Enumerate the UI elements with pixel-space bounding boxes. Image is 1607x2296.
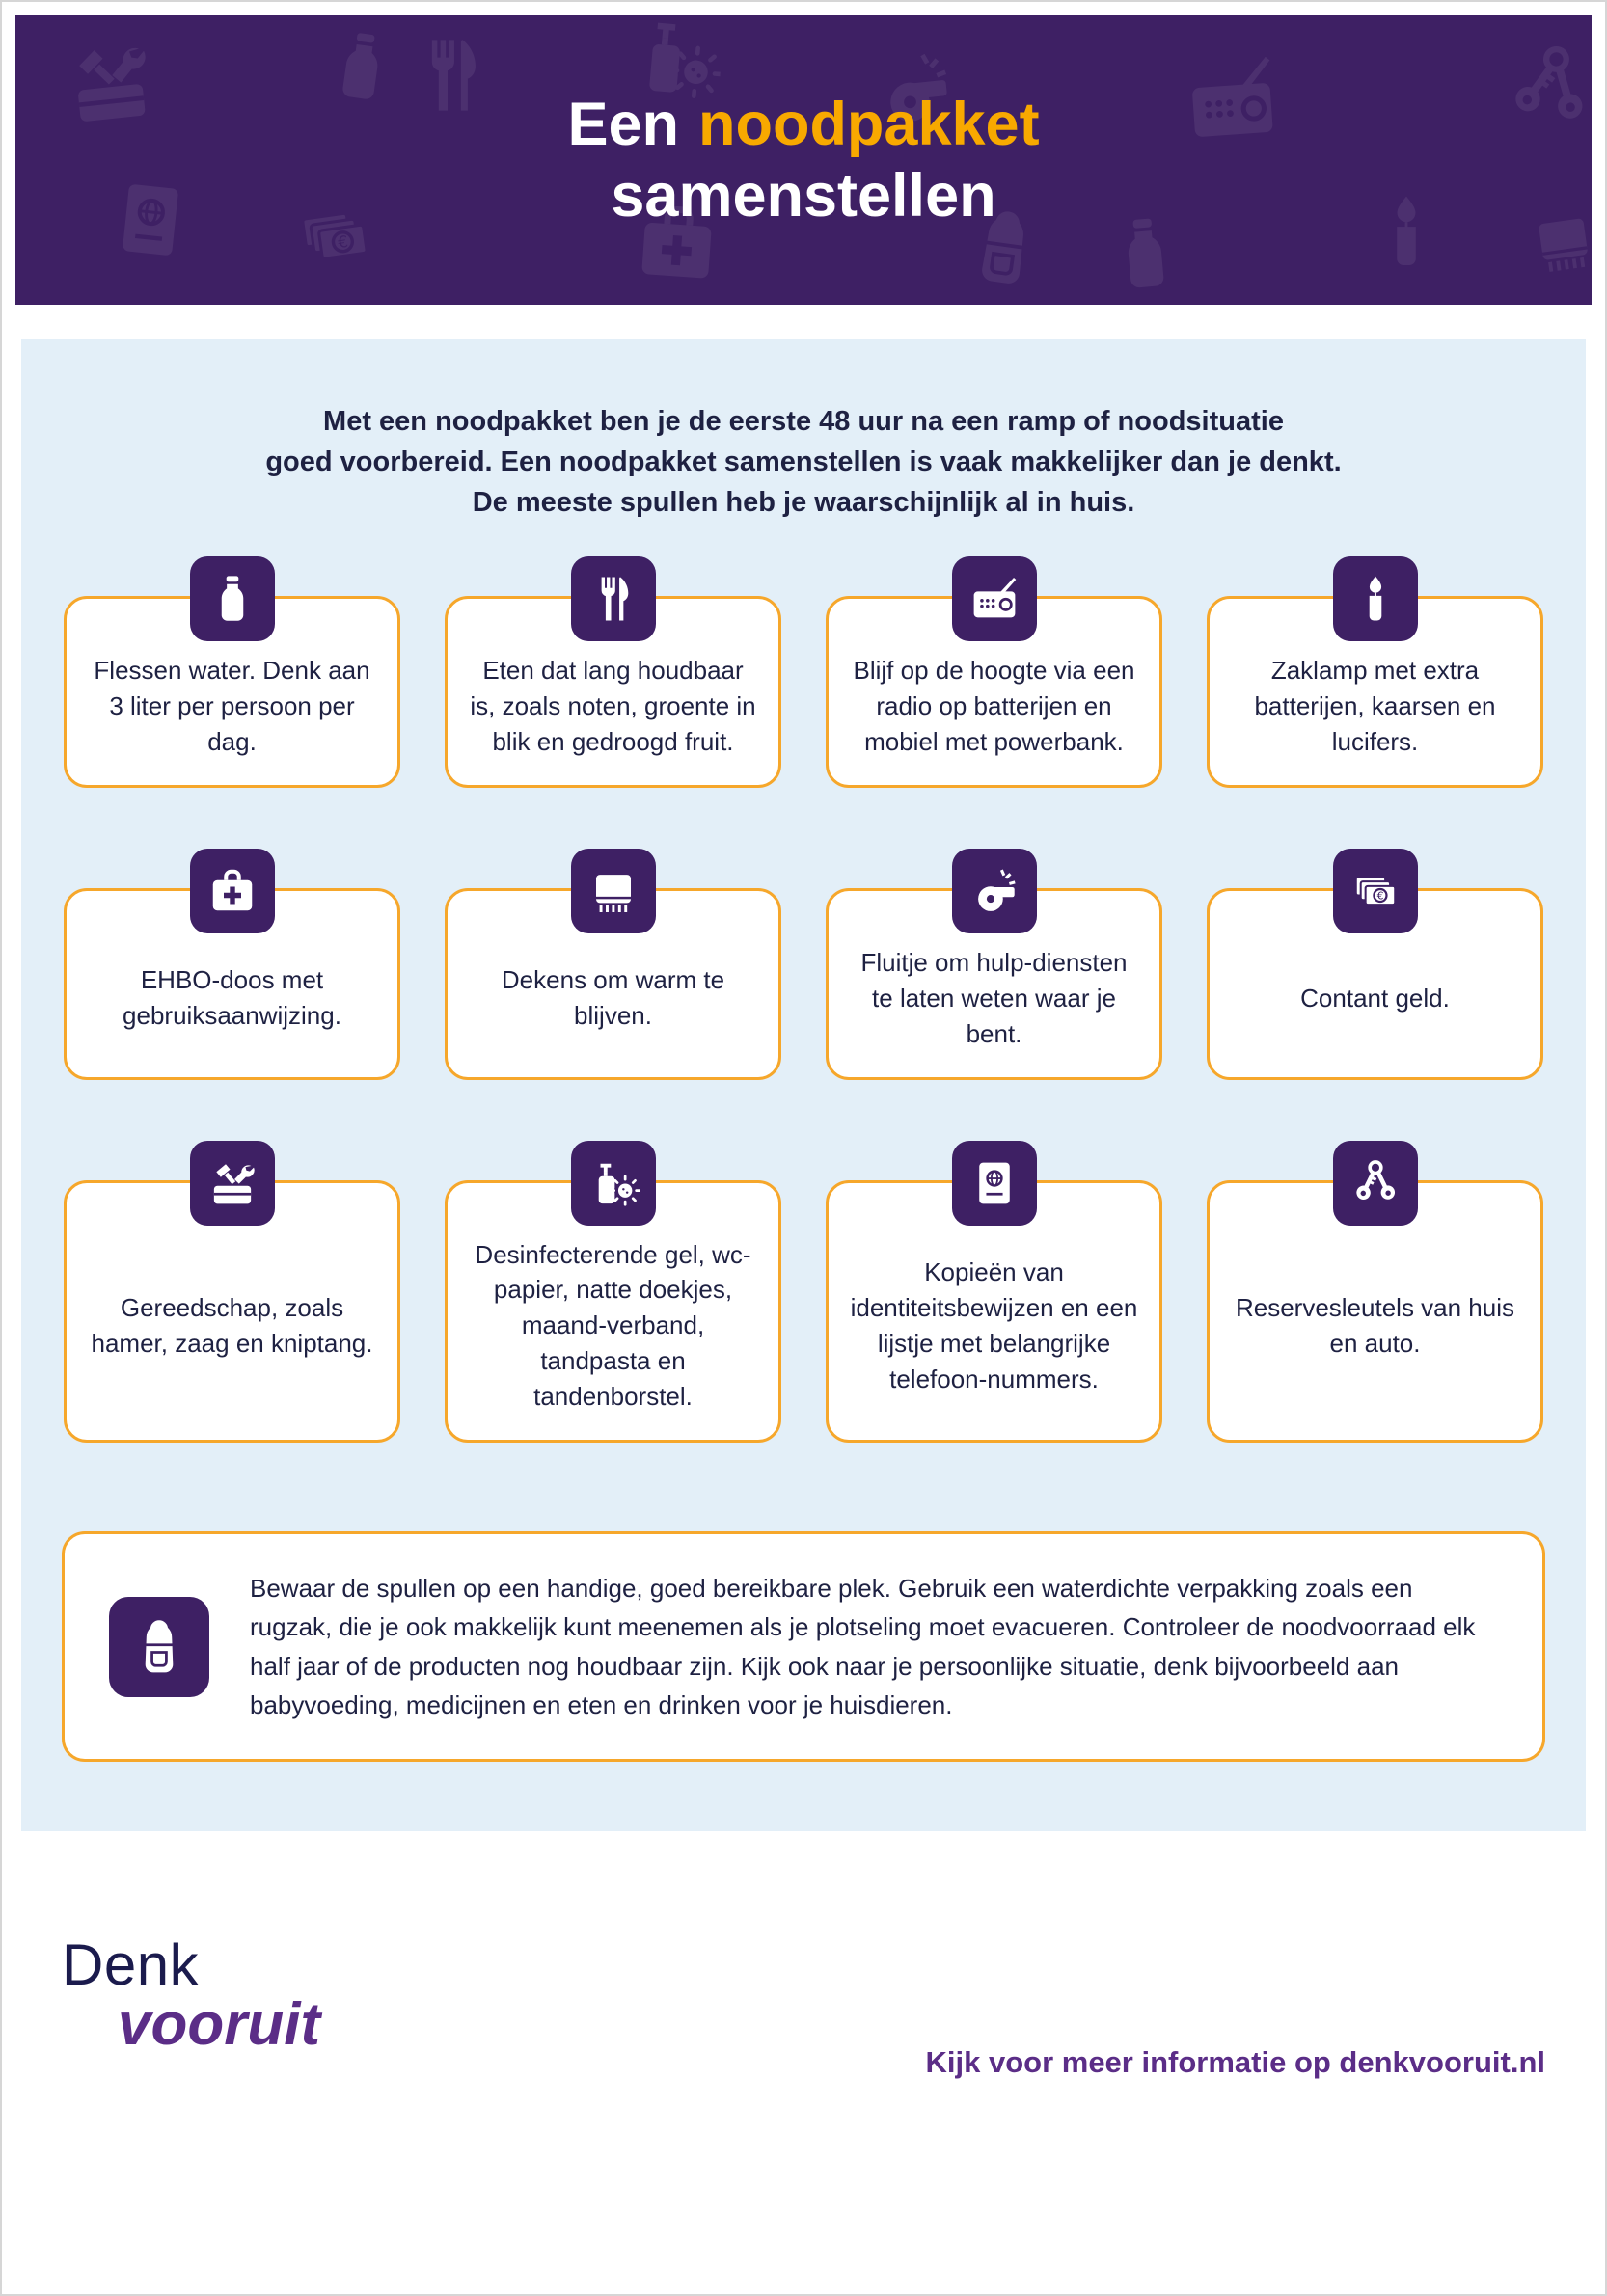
card-text: Desinfecterende gel, wc-papier, natte do…: [475, 1239, 751, 1412]
card-text: Kopieën van identiteitsbewijzen en een l…: [850, 1257, 1138, 1393]
intro-line-2: goed voorbereid. Een noodpakket samenste…: [265, 446, 1342, 478]
card-keys: Reservesleutels van huis en auto.: [1207, 1140, 1543, 1444]
card-text: Contant geld.: [1300, 983, 1450, 1013]
storage-note-text: Bewaar de spullen op een handige, goed b…: [250, 1574, 1476, 1719]
page-title-line2: samenstellen: [611, 162, 996, 230]
passport-icon: [951, 1140, 1037, 1226]
page-title: Een noodpakket samenstellen: [567, 89, 1039, 232]
card-text: Flessen water. Denk aan 3 liter per pers…: [94, 656, 370, 756]
logo-line-denk: Denk: [62, 1932, 200, 1998]
card-text: Gereedschap, zoals hamer, zaag en knipta…: [91, 1292, 373, 1358]
pattern-bottle-icon: [319, 24, 404, 109]
pattern-money-icon: [290, 192, 380, 282]
blanket-icon: [570, 848, 656, 933]
pattern-blanket-icon: [1525, 203, 1592, 280]
card-text: Blijf op de hoogte via een radio op batt…: [853, 656, 1135, 756]
pattern-keys-icon: [1498, 33, 1592, 139]
cutlery-icon: [570, 556, 656, 642]
card-cash: Contant geld.: [1207, 848, 1543, 1080]
card-firstaid: EHBO-doos met gebruiksaanwijzing.: [64, 848, 400, 1080]
card-food: Eten dat lang houdbaar is, zoals noten, …: [445, 556, 781, 788]
denk-vooruit-logo: Denk vooruit: [62, 1931, 320, 2059]
card-documents: Kopieën van identiteitsbewijzen en een l…: [826, 1140, 1162, 1444]
item-card-grid: Flessen water. Denk aan 3 liter per pers…: [62, 556, 1545, 1444]
title-word-noodpakket: noodpakket: [698, 90, 1040, 158]
intro-line-3: De meeste spullen heb je waarschijnlijk …: [472, 487, 1135, 519]
pattern-radio-icon: [1180, 47, 1285, 152]
card-text: Eten dat lang houdbaar is, zoals noten, …: [470, 656, 756, 756]
card-hygiene: Desinfecterende gel, wc-papier, natte do…: [445, 1140, 781, 1444]
card-water: Flessen water. Denk aan 3 liter per pers…: [64, 556, 400, 788]
pattern-cutlery-icon: [409, 33, 494, 118]
card-text: Dekens om warm te blijven.: [501, 965, 725, 1031]
pattern-passport-icon: [104, 174, 198, 267]
card-blankets: Dekens om warm te blijven.: [445, 848, 781, 1080]
card-light: Zaklamp met extra batterijen, kaarsen en…: [1207, 556, 1543, 788]
first-aid-kit-icon: [189, 848, 275, 933]
candle-icon: [1332, 556, 1418, 642]
page-title-line1: Een noodpakket: [567, 89, 1039, 160]
title-word-een: Een: [567, 90, 679, 158]
card-text: Fluitje om hulp-diensten te laten weten …: [860, 947, 1128, 1048]
card-text: Zaklamp met extra batterijen, kaarsen en…: [1254, 656, 1496, 756]
whistle-icon: [951, 848, 1037, 933]
tools-icon: [189, 1140, 275, 1226]
water-bottle-icon: [189, 556, 275, 642]
card-text: Reservesleutels van huis en auto.: [1235, 1292, 1515, 1358]
content-panel: Met een noodpakket ben je de eerste 48 u…: [21, 339, 1586, 1832]
header-banner: Een noodpakket samenstellen: [15, 15, 1592, 305]
card-tools: Gereedschap, zoals hamer, zaag en knipta…: [64, 1140, 400, 1444]
card-text: EHBO-doos met gebruiksaanwijzing.: [123, 965, 341, 1031]
pattern-bottle2-icon: [1103, 211, 1188, 297]
hygiene-gel-icon: [570, 1140, 656, 1226]
intro-line-1: Met een noodpakket ben je de eerste 48 u…: [323, 406, 1284, 437]
keys-icon: [1332, 1140, 1418, 1226]
money-icon: [1332, 848, 1418, 933]
radio-icon: [951, 556, 1037, 642]
footer-info-link: Kijk voor meer informatie op denkvooruit…: [925, 2045, 1546, 2080]
footer: Denk vooruit Kijk voor meer informatie o…: [2, 1831, 1605, 2294]
pattern-tools-icon: [59, 32, 159, 132]
intro-text: Met een noodpakket ben je de eerste 48 u…: [62, 401, 1545, 523]
backpack-icon: [109, 1596, 209, 1697]
storage-note-card: Bewaar de spullen op een handige, goed b…: [62, 1531, 1545, 1763]
pattern-candle-icon: [1366, 191, 1447, 272]
logo-line-vooruit: vooruit: [118, 1991, 321, 2059]
card-radio: Blijf op de hoogte via een radio op batt…: [826, 556, 1162, 788]
card-whistle: Fluitje om hulp-diensten te laten weten …: [826, 848, 1162, 1080]
